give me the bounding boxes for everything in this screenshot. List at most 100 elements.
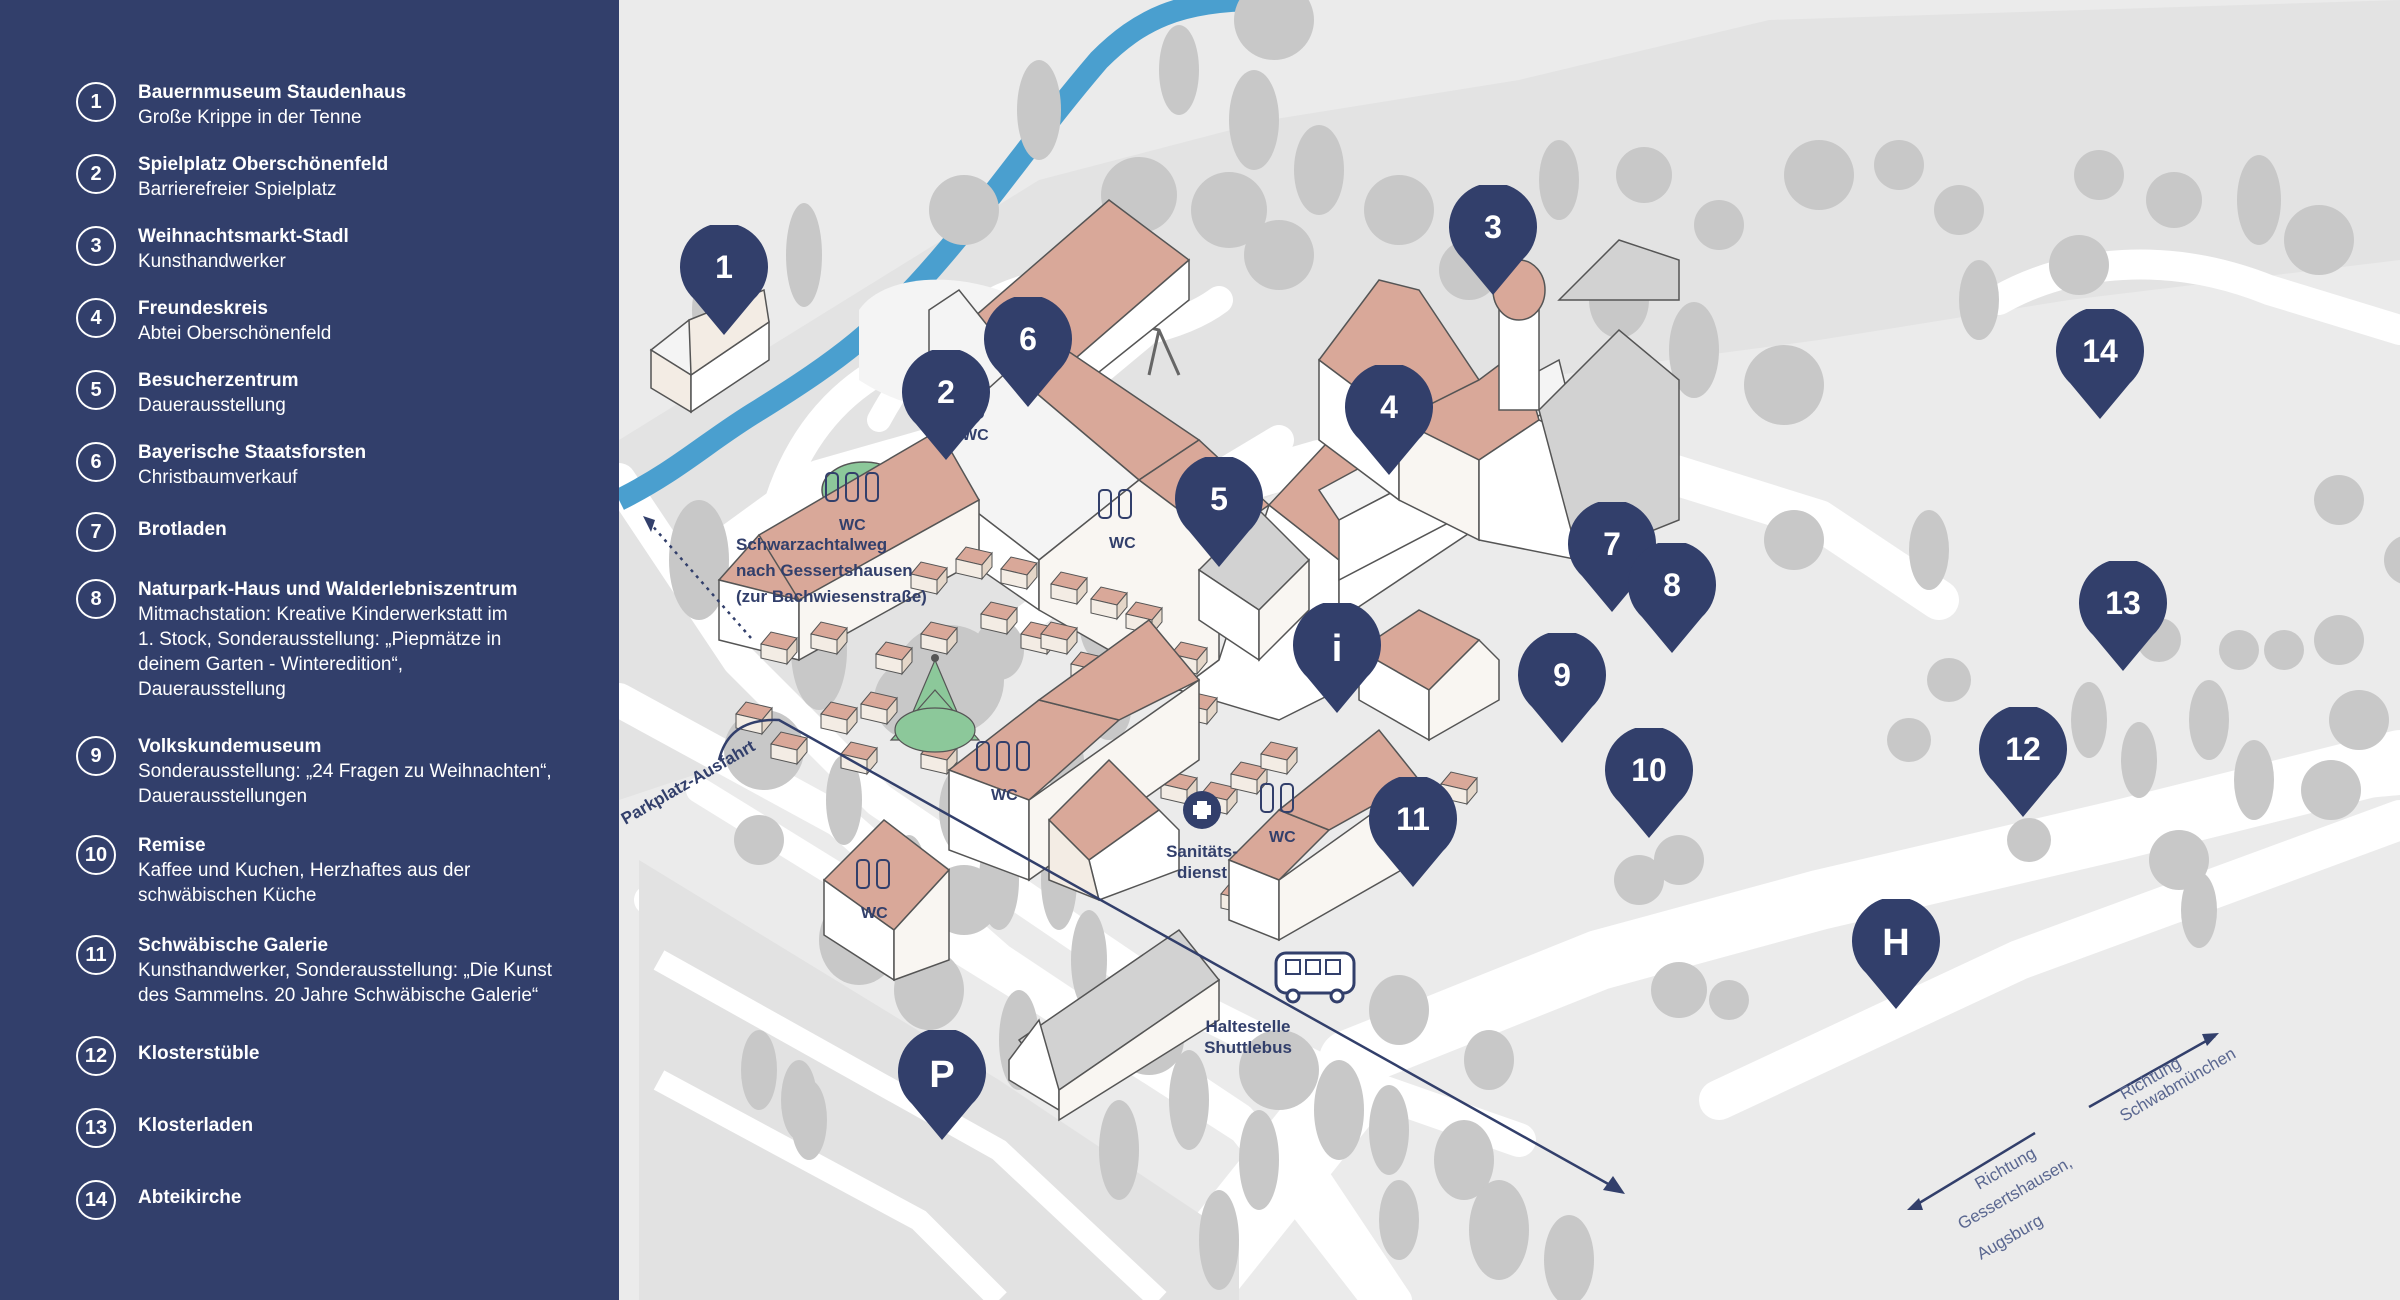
- legend-title: Freundeskreis: [138, 298, 268, 319]
- pin-7[interactable]: 7: [1568, 500, 1656, 612]
- walk-path-arrow: [648, 521, 752, 639]
- legend-title: Schwäbische Galerie: [138, 935, 329, 956]
- pin-number: 5: [1210, 481, 1228, 517]
- pin-number: 10: [1631, 752, 1667, 788]
- walk-label-3: (zur Bachwiesenstraße): [736, 587, 927, 606]
- legend-number: 10: [76, 835, 116, 875]
- pin-number: 6: [1019, 321, 1037, 357]
- pin-info[interactable]: i: [1293, 601, 1381, 713]
- legend-number: 6: [76, 442, 116, 482]
- pin-5[interactable]: 5: [1175, 455, 1263, 567]
- legend-title: Naturpark-Haus und Walderlebniszentrum: [138, 579, 518, 600]
- walk-arrowhead-icon: [643, 516, 655, 532]
- pin-number: 1: [715, 249, 733, 285]
- first-aid-icon: [1183, 791, 1221, 829]
- pin-13[interactable]: 13: [2079, 559, 2167, 671]
- legend-desc: Dauerausstellung: [138, 395, 286, 416]
- parking-icon: P: [929, 1054, 954, 1096]
- legend-desc: Kunsthandwerker, Sonderausstellung: „Die…: [138, 960, 553, 1006]
- legend-number: 3: [76, 226, 116, 266]
- legend-number: 1: [76, 82, 116, 122]
- legend-desc: Große Krippe in der Tenne: [138, 107, 362, 128]
- pin-number: 4: [1380, 389, 1398, 425]
- legend-title: Volkskundemuseum: [138, 736, 322, 757]
- pin-3[interactable]: 3: [1449, 183, 1537, 295]
- building-staudenhaus: [649, 288, 770, 414]
- legend-number: 2: [76, 154, 116, 194]
- pin-8[interactable]: 8: [1628, 541, 1716, 653]
- legend-number: 12: [76, 1036, 116, 1076]
- pin-1[interactable]: 1: [680, 223, 768, 335]
- pin-bus-stop[interactable]: H: [1852, 897, 1940, 1009]
- pin-12[interactable]: 12: [1979, 705, 2067, 817]
- wc-label: WC: [1269, 829, 1296, 846]
- legend-title: Klosterladen: [138, 1115, 254, 1136]
- building-besucherzentrum: [717, 428, 981, 662]
- legend-item-7[interactable]: 7 Brotladen: [76, 510, 578, 552]
- building-abteikirche: [1317, 230, 1680, 562]
- legend-title: Abteikirche: [138, 1187, 242, 1208]
- first-aid-label-1: Sanitäts-: [1166, 842, 1238, 861]
- wc-label: WC: [861, 905, 888, 922]
- walk-label-2: nach Gessertshausen: [736, 561, 913, 580]
- pin-number: 11: [1396, 801, 1430, 837]
- legend-item-13[interactable]: 13 Klosterladen: [76, 1106, 578, 1148]
- building-gray-house: [1197, 508, 1311, 662]
- christmas-tree: [889, 654, 981, 753]
- direction-south-arrowhead-icon: [1907, 1198, 1923, 1210]
- legend-item-8[interactable]: 8 Naturpark-Haus und Walderlebniszentrum…: [76, 577, 578, 702]
- legend-number: 7: [76, 512, 116, 552]
- legend-number: 14: [76, 1180, 116, 1220]
- pin-number: 3: [1484, 209, 1502, 245]
- walk-label-1: Schwarzachtalweg: [736, 535, 887, 554]
- pin-number: 13: [2105, 585, 2141, 621]
- legend-title: Bayerische Staatsforsten: [138, 442, 367, 463]
- building-galerie: [822, 819, 951, 982]
- legend-number: 13: [76, 1108, 116, 1148]
- legend-desc: Mitmachstation: Kreative Kinderwerkstatt…: [138, 604, 508, 700]
- pin-6[interactable]: 6: [984, 295, 1072, 407]
- wc-label: WC: [1109, 535, 1136, 552]
- pin-4[interactable]: 4: [1345, 363, 1433, 475]
- wc-label: WC: [839, 517, 866, 534]
- legend-desc: Barrierefreier Spielplatz: [138, 179, 337, 200]
- first-aid-label-2: dienst: [1177, 863, 1227, 882]
- direction-north-arrow: [2088, 1034, 2216, 1109]
- wc-label: WC: [991, 787, 1018, 804]
- legend-title: Weihnachtsmarkt-Stadl: [138, 226, 349, 247]
- legend-title: Brotladen: [138, 519, 227, 540]
- pin-parking[interactable]: P: [898, 1028, 986, 1140]
- pin-14[interactable]: 14: [2056, 307, 2144, 419]
- pin-10[interactable]: 10: [1605, 726, 1693, 838]
- legend-item-14[interactable]: 14 Abteikirche: [76, 1178, 578, 1220]
- legend-item-12[interactable]: 12 Klosterstüble: [76, 1034, 578, 1076]
- bus-stop-name-2: Shuttlebus: [1204, 1038, 1292, 1057]
- legend-title: Bauernmuseum Staudenhaus: [138, 82, 407, 103]
- site-map: WC WC WC WC WC WC Sanitäts- dienst: [619, 0, 2400, 1300]
- pin-11[interactable]: 11: [1369, 775, 1457, 887]
- toilet-icons: [825, 389, 1294, 889]
- legend-number: 9: [76, 736, 116, 776]
- legend-desc: Sonderausstellung: „24 Fragen zu Weihnac…: [138, 761, 552, 807]
- pin-2[interactable]: 2: [902, 348, 990, 460]
- info-icon: i: [1332, 628, 1343, 670]
- direction-south-arrow: [1910, 1131, 2036, 1210]
- exit-arrow: [717, 718, 1620, 1192]
- legend-number: 5: [76, 370, 116, 410]
- legend-title: Klosterstüble: [138, 1043, 260, 1064]
- pin-9[interactable]: 9: [1518, 631, 1606, 743]
- parking-lanes: [653, 950, 1167, 1300]
- river-schwarzach: [619, 0, 1260, 510]
- bus-stop-name-1: Haltestelle: [1205, 1017, 1290, 1036]
- legend-title: Besucherzentrum: [138, 370, 299, 391]
